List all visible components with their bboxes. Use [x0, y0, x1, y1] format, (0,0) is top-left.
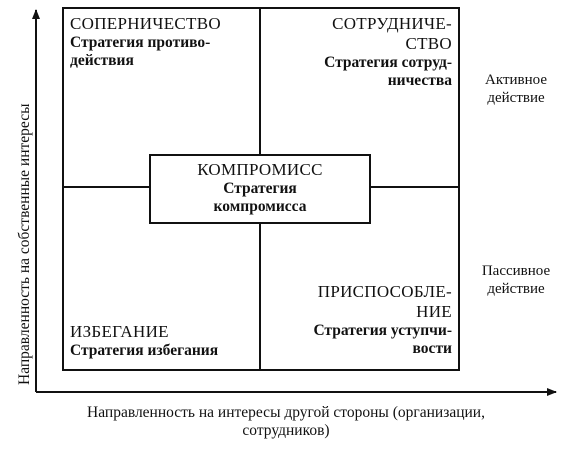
- cooperation-strategy-line2: ничества: [387, 72, 452, 90]
- rivalry-strategy-line1: Стратегия противо-: [70, 34, 211, 52]
- quadrant-cooperation: СОТРУДНИЧЕ- СТВО Стратегия сотруд- ничес…: [324, 14, 452, 91]
- quadrant-rivalry: СОПЕРНИЧЕСТВО Стратегия противо- действи…: [70, 14, 221, 71]
- x-axis-label: Направленность на интересы другой сторон…: [0, 404, 572, 441]
- rivalry-name: СОПЕРНИЧЕСТВО: [70, 14, 221, 33]
- rivalry-strategy-line2: действия: [70, 52, 134, 70]
- passive-action-line2: действие: [487, 280, 545, 297]
- quadrant-avoidance: ИЗБЕГАНИЕ Стратегия избегания: [70, 322, 218, 360]
- y-axis-label: Направленность на собственные интересы: [16, 103, 33, 385]
- compromise-box: КОМПРОМИСС Стратегия компромисса: [149, 154, 371, 224]
- compromise-strategy-line2: компромисса: [213, 197, 307, 215]
- cooperation-name-line1: СОТРУДНИЧЕ-: [332, 14, 452, 33]
- compromise-name: КОМПРОМИСС: [197, 160, 323, 179]
- active-action-label: Активное действие: [462, 72, 570, 107]
- avoidance-strategy: Стратегия избегания: [70, 342, 219, 360]
- avoidance-name: ИЗБЕГАНИЕ: [70, 322, 169, 341]
- cooperation-name-line2: СТВО: [405, 34, 452, 54]
- quadrant-accommodation: ПРИСПОСОБЛЕ- НИЕ Стратегия уступчи- вост…: [313, 282, 452, 359]
- x-axis-label-line1: Направленность на интересы другой сторон…: [87, 404, 485, 421]
- passive-action-label: Пассивное действие: [462, 263, 570, 298]
- passive-action-line1: Пассивное: [481, 263, 551, 279]
- active-action-line1: Активное: [485, 72, 547, 88]
- accommodation-strategy-line2: вости: [412, 340, 452, 358]
- compromise-strategy-line1: Стратегия: [223, 180, 297, 198]
- cooperation-strategy-line1: Стратегия сотруд-: [324, 54, 452, 72]
- accommodation-name-line1: ПРИСПОСОБЛЕ-: [317, 282, 452, 301]
- accommodation-name-line2: НИЕ: [416, 302, 452, 322]
- accommodation-strategy-line1: Стратегия уступчи-: [313, 322, 452, 340]
- active-action-line2: действие: [487, 89, 545, 106]
- x-axis-label-line2: сотрудников): [242, 422, 330, 440]
